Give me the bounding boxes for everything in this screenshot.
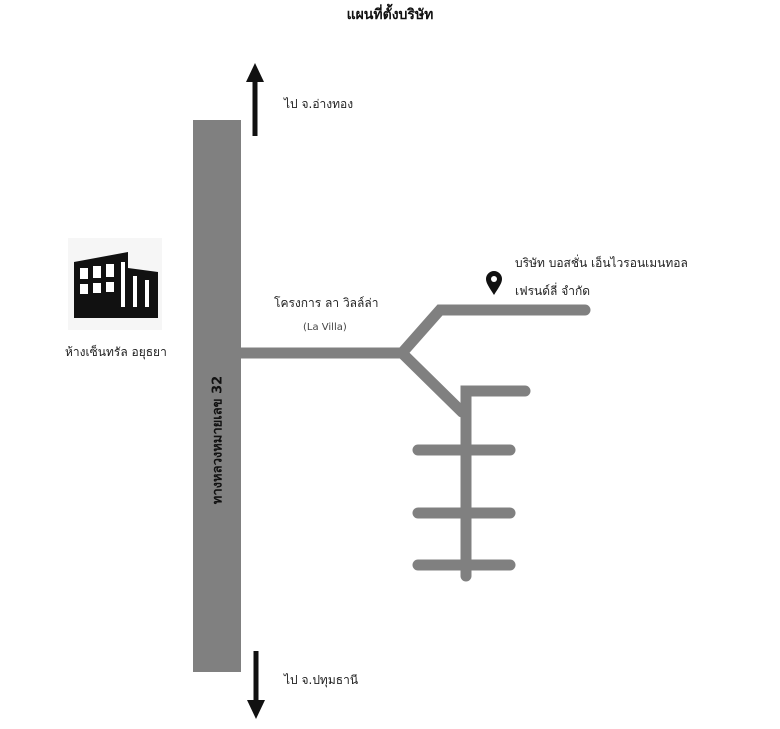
company-name-line1: บริษัท บอสชั่น เอ็นไวรอนเมนทอล [515, 256, 688, 270]
south-arrow [247, 651, 265, 719]
highway-road [193, 120, 241, 672]
mall-label: ห้างเซ็นทรัล อยุธยา [65, 345, 167, 359]
north-direction-label: ไป จ.อ่างทอง [284, 97, 354, 111]
map-title: แผนที่ตั้งบริษัท [346, 7, 434, 23]
road-southeast-branch [396, 347, 468, 418]
north-arrow [246, 63, 264, 136]
location-pin-icon [486, 271, 502, 295]
company-name-line2: เฟรนด์ลี่ จำกัด [515, 284, 591, 298]
project-name-en-label: (La Villa) [303, 322, 347, 333]
road-northeast-branch [396, 304, 591, 359]
south-direction-label: ไป จ.ปทุมธานี [284, 673, 359, 687]
project-name-label: โครงการ ลา วิลล์ล่า [274, 296, 379, 310]
